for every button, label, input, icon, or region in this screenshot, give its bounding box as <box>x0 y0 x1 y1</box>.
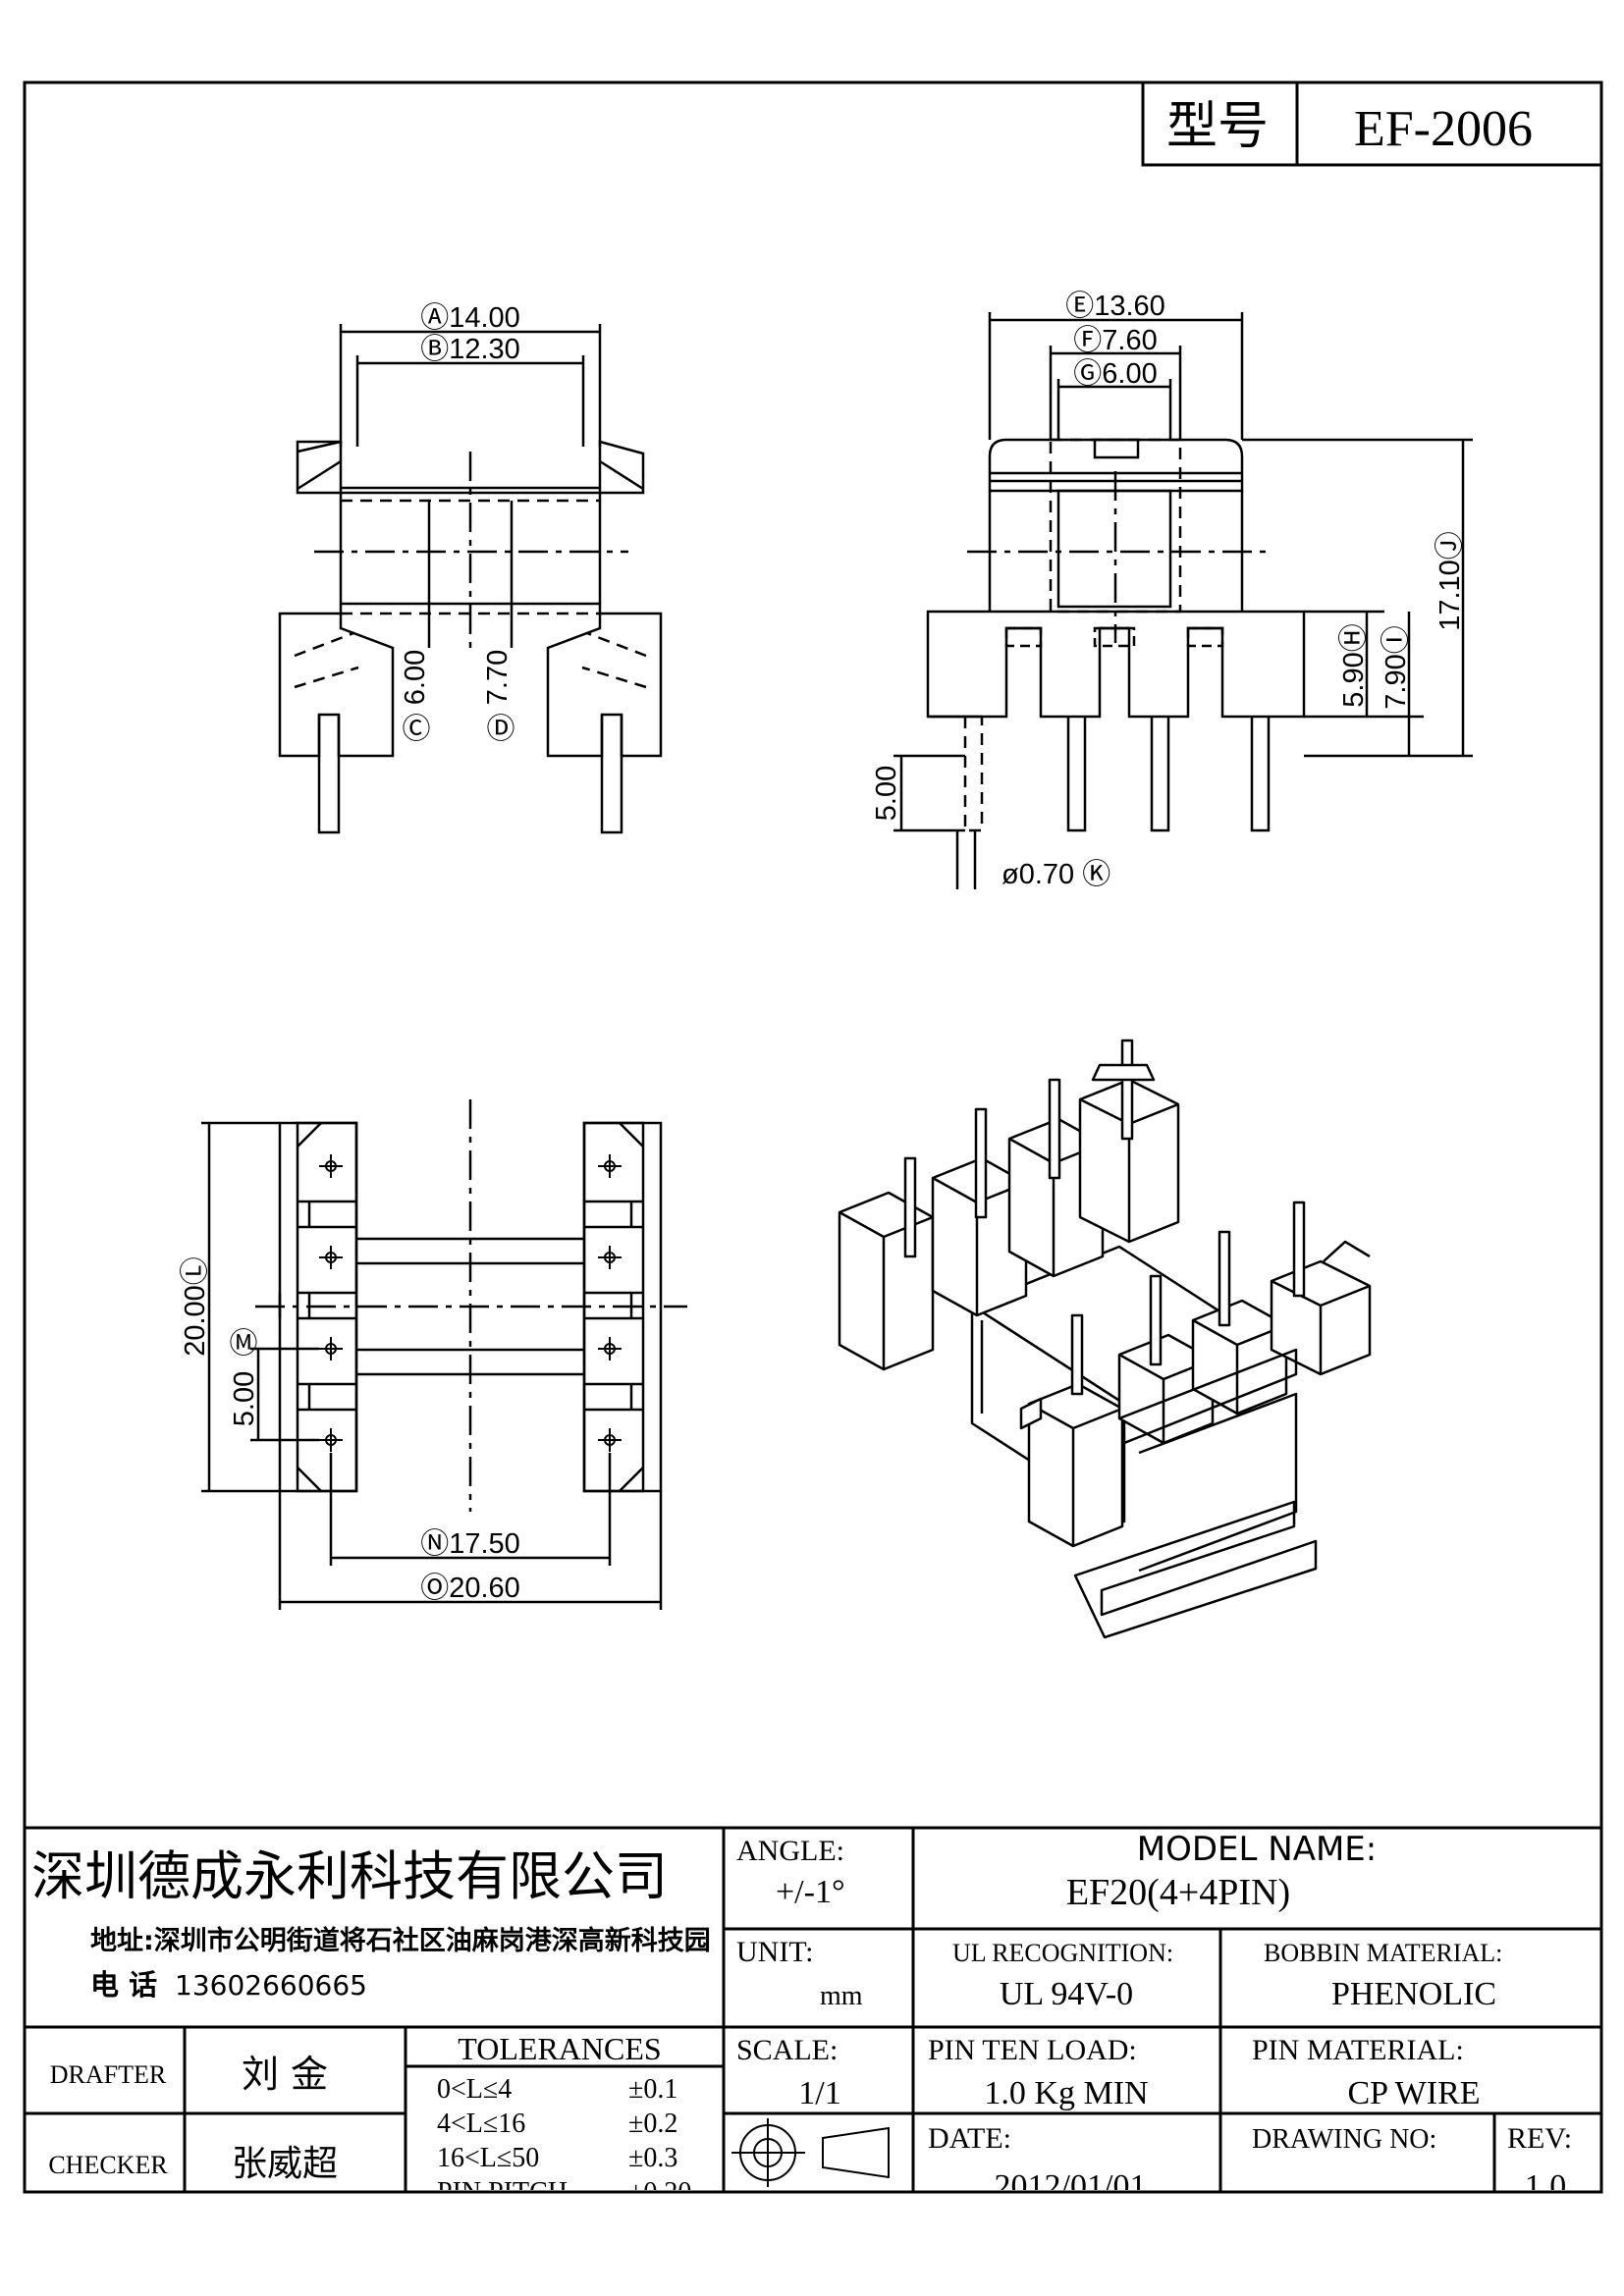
tolerance-value: ±0.20 <box>628 2177 691 2208</box>
date-value: 2012/01/01 <box>995 2168 1147 2205</box>
dim-pin-length: 5.00 <box>871 766 902 821</box>
pin-load-label: PIN TEN LOAD: <box>928 2034 1137 2066</box>
bottom-view-labels: 20.00Ⓛ 5.00 Ⓜ Ⓝ17.50 Ⓞ20.60 <box>180 1256 520 1604</box>
company-name: 深圳德成永利科技有限公司 <box>31 1845 668 1907</box>
tolerance-value: ±0.2 <box>628 2109 677 2139</box>
dim-d-value: 7.70 <box>482 650 514 705</box>
drafter-name: 刘 金 <box>242 2053 328 2096</box>
dim-a: Ⓐ14.00 <box>420 302 520 334</box>
rev-value: 1.0 <box>1525 2168 1567 2205</box>
dim-h: 5.90Ⓗ <box>1338 623 1370 707</box>
scale-value: 1/1 <box>798 2075 840 2111</box>
dim-n: Ⓝ17.50 <box>420 1528 520 1560</box>
dim-c-value: 6.00 <box>400 650 431 705</box>
drafter-label: DRAFTER <box>50 2060 167 2089</box>
tolerances-label: TOLERANCES <box>458 2031 661 2066</box>
checker-label: CHECKER <box>48 2151 168 2179</box>
tolerance-range: 0<L≤4 <box>437 2074 512 2105</box>
bobbin-value: PHENOLIC <box>1331 1976 1496 2012</box>
pin-material-value: CP WIRE <box>1347 2075 1480 2111</box>
front-view <box>278 324 663 834</box>
dim-i: 7.90Ⓘ <box>1380 625 1412 709</box>
model-name-value: EF20(4+4PIN) <box>1066 1872 1290 1913</box>
drawing-no-label: DRAWING NO: <box>1252 2124 1436 2155</box>
bobbin-label: BOBBIN MATERIAL: <box>1264 1939 1502 1967</box>
pin-load-value: 1.0 Kg MIN <box>984 2075 1148 2111</box>
dim-f: Ⓕ7.60 <box>1073 325 1157 356</box>
dim-e: Ⓔ13.60 <box>1065 291 1165 322</box>
dim-m-value: 5.00 <box>229 1371 260 1426</box>
company-address: 地址:深圳市公明街道将石社区油麻岗港深高新科技园 <box>90 1925 711 1956</box>
unit-value: mm <box>820 1981 863 2011</box>
phone-label: 电 话 <box>90 1968 157 2002</box>
bottom-view <box>201 1099 687 1610</box>
tolerance-range: PIN PITCH <box>437 2177 568 2208</box>
sheet-border <box>23 80 1603 2194</box>
model-value: EF-2006 <box>1354 101 1533 157</box>
front-view-labels: Ⓐ14.00 Ⓑ12.30 6.00 Ⓒ 7.70 Ⓓ <box>400 302 520 745</box>
isometric-view <box>838 1039 1372 1639</box>
phone-number: 13602660665 <box>175 1969 367 2002</box>
model-name-label: MODEL NAME: <box>1137 1830 1377 1869</box>
dim-k: ø0.70 Ⓚ <box>1001 859 1110 890</box>
side-view-labels: Ⓔ13.60 Ⓕ7.60 Ⓖ6.00 5.90Ⓗ 7.90Ⓘ 17.10Ⓙ 5.… <box>871 291 1466 890</box>
dim-c-mark: Ⓒ <box>402 714 430 745</box>
dim-o: Ⓞ20.60 <box>420 1573 520 1604</box>
side-view <box>893 312 1473 889</box>
rev-label: REV: <box>1507 2122 1572 2155</box>
tolerance-value: ±0.3 <box>628 2143 677 2173</box>
tolerance-range: 4<L≤16 <box>437 2109 525 2139</box>
ul-value: UL 94V-0 <box>1000 1976 1133 2012</box>
scale-label: SCALE: <box>736 2034 838 2066</box>
dim-j: 17.10Ⓙ <box>1435 531 1466 631</box>
date-label: DATE: <box>928 2122 1011 2155</box>
angle-value: +/-1° <box>776 1874 845 1910</box>
model-label: 型号 <box>1166 97 1269 156</box>
angle-label: ANGLE: <box>736 1835 844 1867</box>
dim-l: 20.00Ⓛ <box>180 1256 211 1357</box>
dim-b: Ⓑ12.30 <box>420 334 520 365</box>
ul-label: UL RECOGNITION: <box>952 1939 1173 1967</box>
title-block <box>25 1826 1601 2192</box>
header-model-box: 型号 EF-2006 <box>1141 82 1601 167</box>
dim-g: Ⓖ6.00 <box>1073 358 1157 390</box>
dim-d-mark: Ⓓ <box>486 714 514 745</box>
title-block-text: 深圳德成永利科技有限公司 地址:深圳市公明街道将石社区油麻岗港深高新科技园 电 … <box>31 1830 1572 2208</box>
tolerance-range: 16<L≤50 <box>437 2143 539 2173</box>
pin-material-label: PIN MATERIAL: <box>1252 2034 1464 2066</box>
dim-m-mark: Ⓜ <box>229 1328 257 1360</box>
checker-name: 张威超 <box>232 2144 338 2184</box>
tolerance-value: ±0.1 <box>628 2074 677 2105</box>
unit-label: UNIT: <box>736 1936 814 1968</box>
